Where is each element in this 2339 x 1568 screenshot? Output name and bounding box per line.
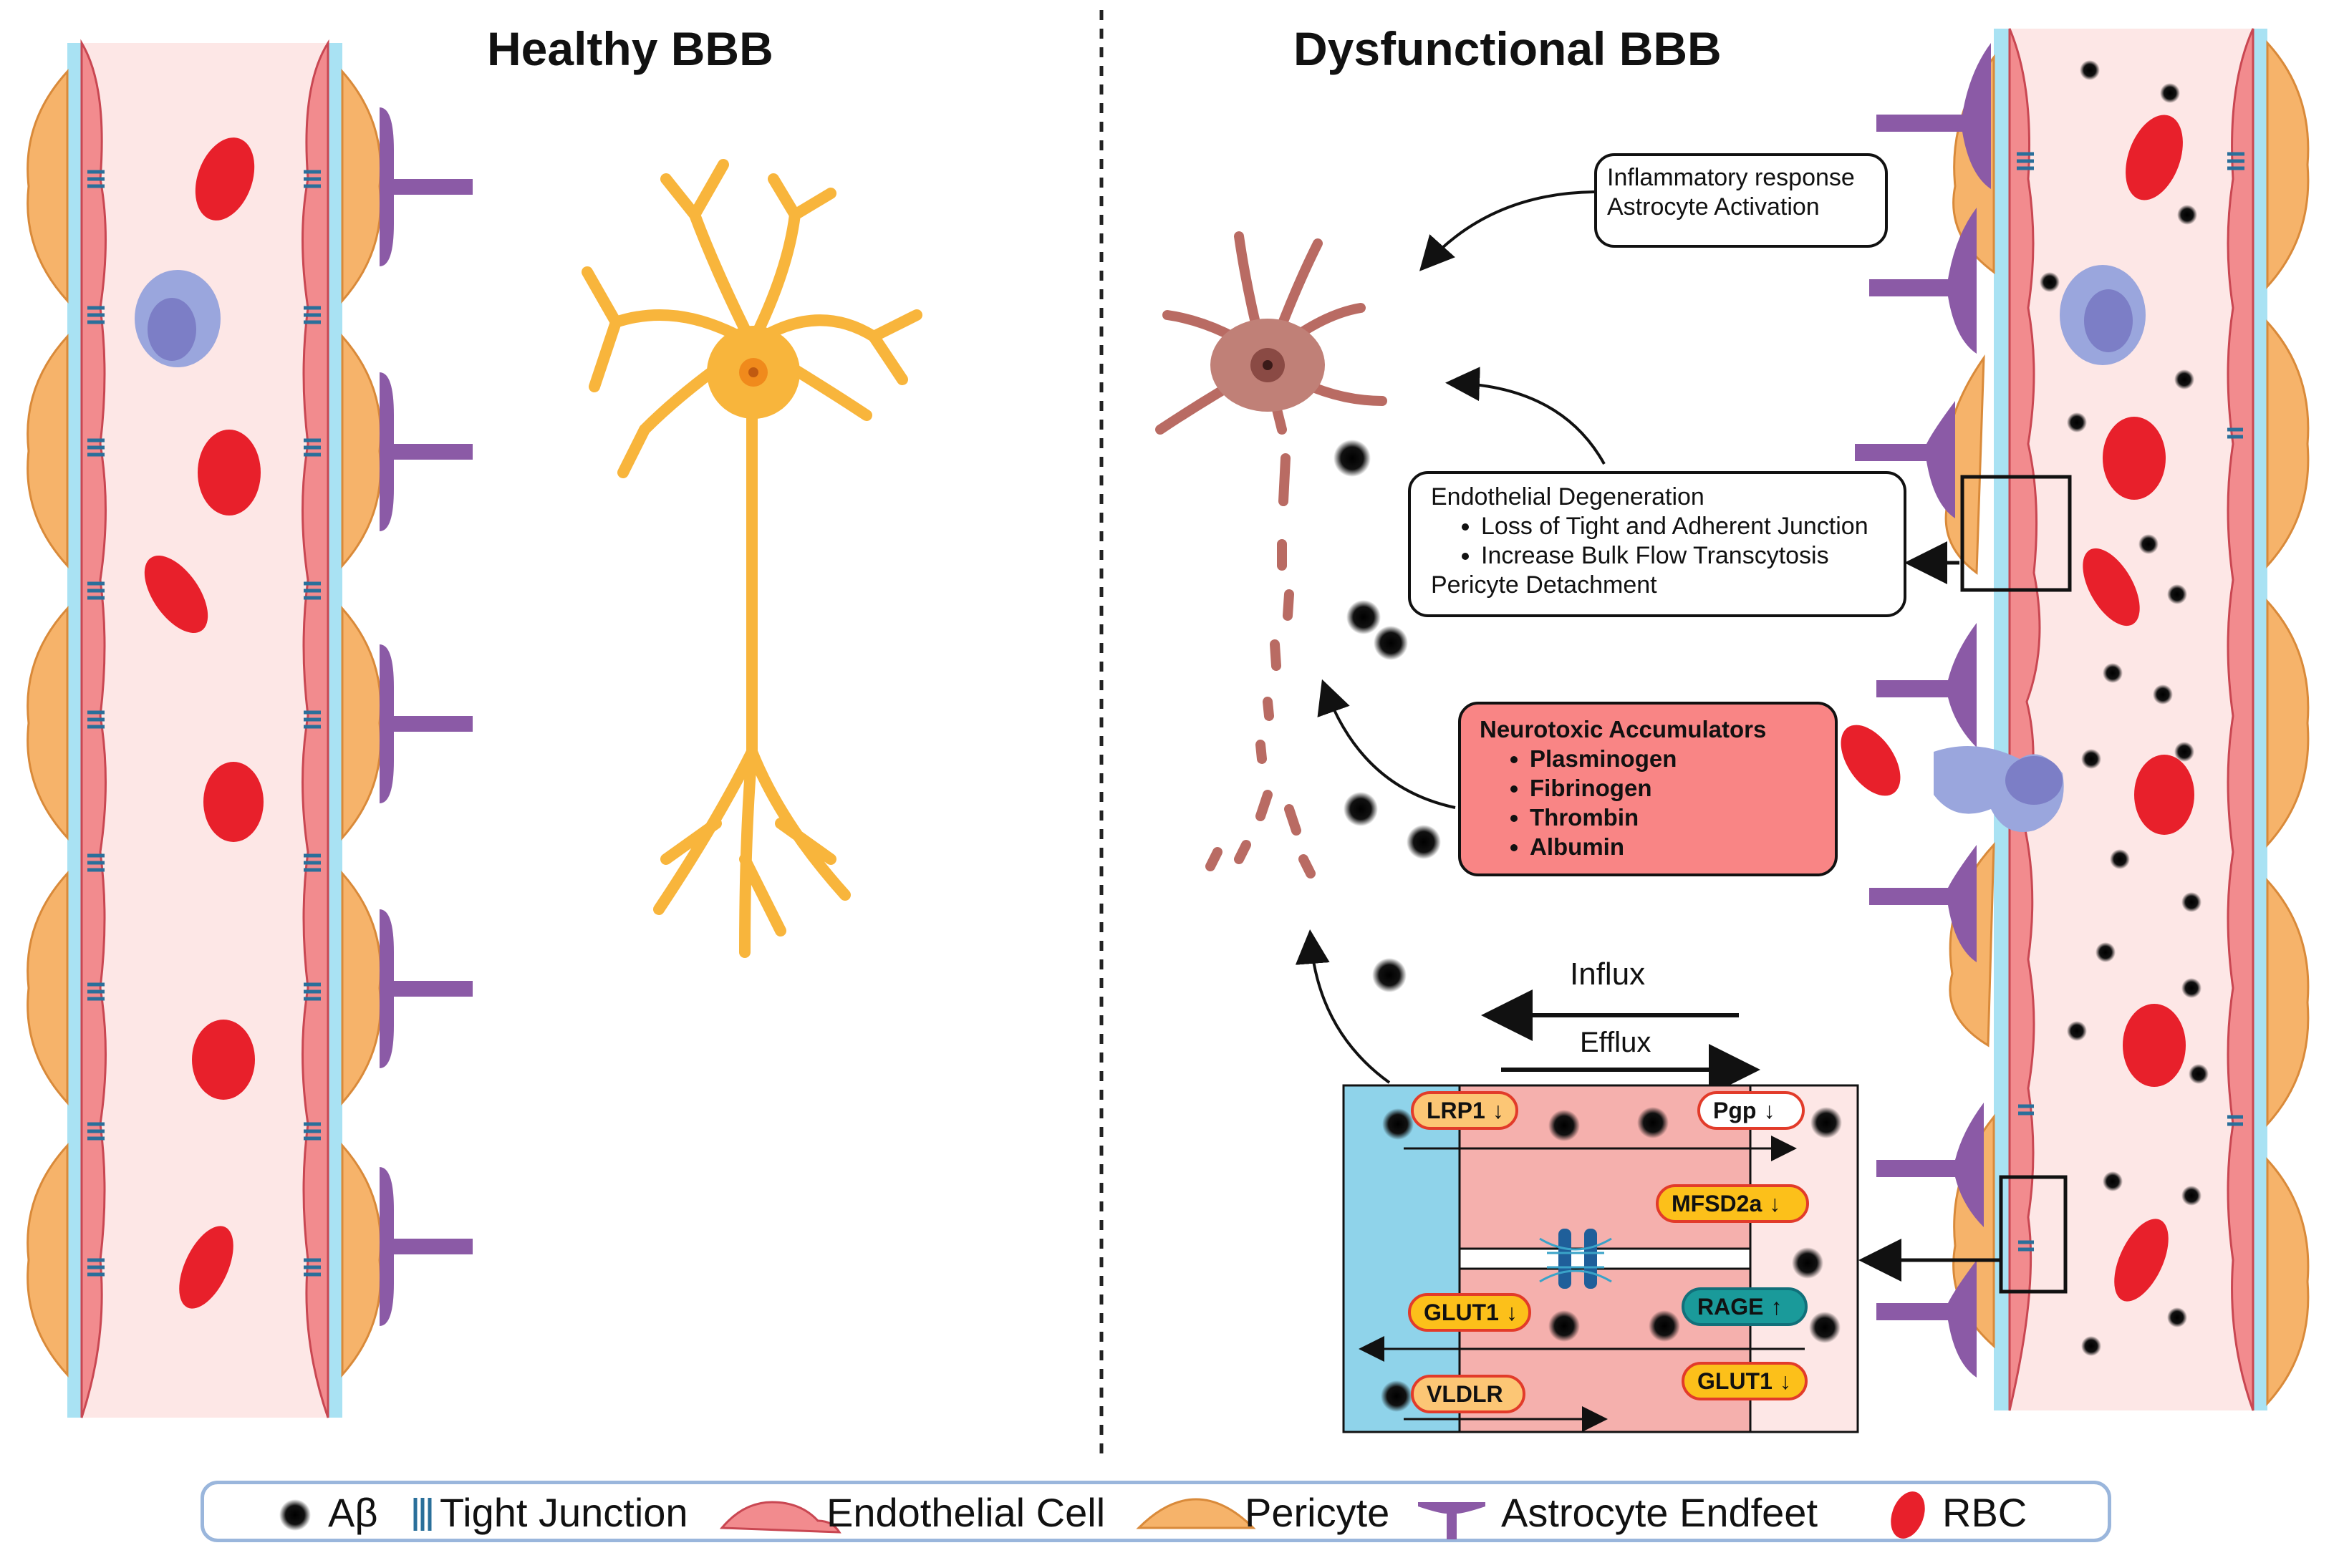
legend-endothelial-cell: Endothelial Cell [826,1490,1106,1535]
legend-astrocyte-endfeet: Astrocyte Endfeet [1501,1490,1818,1535]
endothelial-bullet: Increase Bulk Flow Transcytosis [1481,541,1884,571]
transporter-vldlr: VLDLR [1411,1375,1525,1413]
transporter-pgp: Pgp↓ [1697,1091,1805,1130]
neurotoxic-bullet: Fibrinogen [1530,773,1816,803]
transporter-mfsd2a: MFSD2a↓ [1656,1184,1809,1223]
legend-tight-junction: Tight Junction [440,1490,688,1535]
endothelial-wall-left [80,39,107,1418]
arrow-inflammatory [1419,190,1595,271]
leukocyte-healthy [135,270,221,367]
tight-junctions-healthy [87,170,321,1277]
astrocyte-endfeet-healthy [380,107,473,1326]
dysfunctional-vessel [1841,28,2310,1411]
arrow-endothelial [1445,367,1606,465]
transporter-glut1-left: GLUT1↓ [1408,1293,1531,1332]
endothelial-bullets: Loss of Tight and Adherent Junction Incr… [1431,512,1884,571]
neurotoxic-box: Neurotoxic Accumulators Plasminogen Fibr… [1458,702,1838,876]
arrow-neurotoxic [1317,679,1456,809]
transporter-rage: RAGE↑ [1682,1287,1808,1326]
legend-pericyte: Pericyte [1245,1490,1390,1535]
title-dysfunctional: Dysfunctional BBB [1293,22,1722,75]
rbc-healthy [144,137,264,1309]
endothelial-footer: Pericyte Detachment [1431,571,1657,599]
pericytes-left [26,69,69,1378]
inflammatory-line-1: Inflammatory response [1607,164,1855,191]
legend-rbc: RBC [1942,1490,2027,1535]
endothelial-box: Endothelial Degeneration Loss of Tight a… [1408,471,1906,617]
neurotoxic-bullet: Albumin [1530,832,1816,861]
abeta-scattered [1334,440,1441,992]
tight-junction-protein [1539,1229,1612,1289]
transporter-glut1-right: GLUT1↓ [1682,1362,1808,1400]
transporter-lrp1: LRP1↓ [1411,1091,1518,1130]
endothelial-wall-right [302,39,329,1418]
efflux-label: Efflux [1580,1027,1651,1058]
healthy-neuron [582,159,922,958]
arrow-transport [1295,929,1391,1084]
title-healthy: Healthy BBB [487,22,773,75]
neurotoxic-bullet: Thrombin [1530,803,1816,832]
influx-label: Influx [1570,957,1646,992]
endothelial-bullet: Loss of Tight and Adherent Junction [1481,512,1884,541]
pericytes-right [341,69,382,1378]
inflammatory-box: Inflammatory response Astrocyte Activati… [1594,153,1888,248]
healthy-vessel [26,39,473,1418]
transport-panel [1342,1084,1859,1433]
neurotoxic-bullets: Plasminogen Fibrinogen Thrombin Albumin [1480,744,1816,861]
legend-abeta: Aβ [328,1490,378,1535]
neurotoxic-heading: Neurotoxic Accumulators [1480,716,1767,742]
inflammatory-line-2: Astrocyte Activation [1607,193,1820,221]
endothelial-heading: Endothelial Degeneration [1431,483,1704,510]
healthy-neuron-nucleolus [748,367,758,377]
neurotoxic-bullet: Plasminogen [1530,744,1816,773]
